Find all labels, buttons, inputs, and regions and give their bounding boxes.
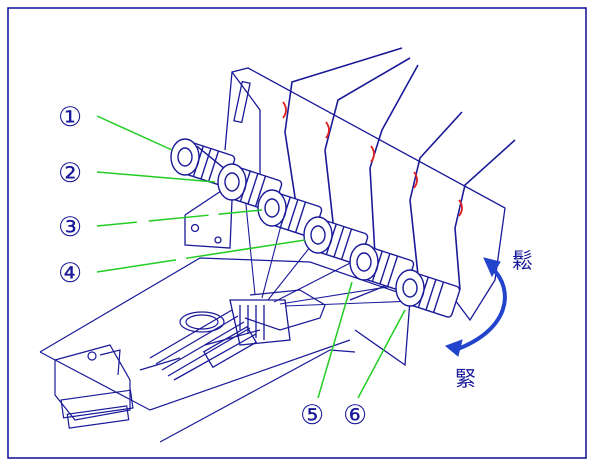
callout-1: ① xyxy=(58,102,82,133)
callout-2: ② xyxy=(58,158,82,189)
leader-line-5 xyxy=(317,281,353,399)
needle-assembly xyxy=(149,299,291,381)
callout-4: ④ xyxy=(58,258,82,289)
leader-line-4 xyxy=(96,239,306,273)
callout-6: ⑥ xyxy=(343,400,367,431)
tighten-label: 緊 xyxy=(455,367,476,391)
leader-line-3 xyxy=(96,209,263,227)
callout-3: ③ xyxy=(58,212,82,243)
tension-dials xyxy=(170,138,461,318)
loosen-label: 鬆 xyxy=(512,249,533,273)
diagram-border xyxy=(7,7,587,459)
leader-line-1 xyxy=(96,115,173,151)
thread-guide-rods xyxy=(284,47,516,291)
callout-5: ⑤ xyxy=(300,400,324,431)
machine-bed xyxy=(39,257,421,443)
looper-housing xyxy=(54,344,181,429)
leader-line-6 xyxy=(357,309,406,399)
leader-lines xyxy=(96,115,406,399)
tension-direction-arrow xyxy=(445,257,507,357)
leader-line-2 xyxy=(96,171,216,183)
tension-dial-6[interactable] xyxy=(395,269,461,318)
